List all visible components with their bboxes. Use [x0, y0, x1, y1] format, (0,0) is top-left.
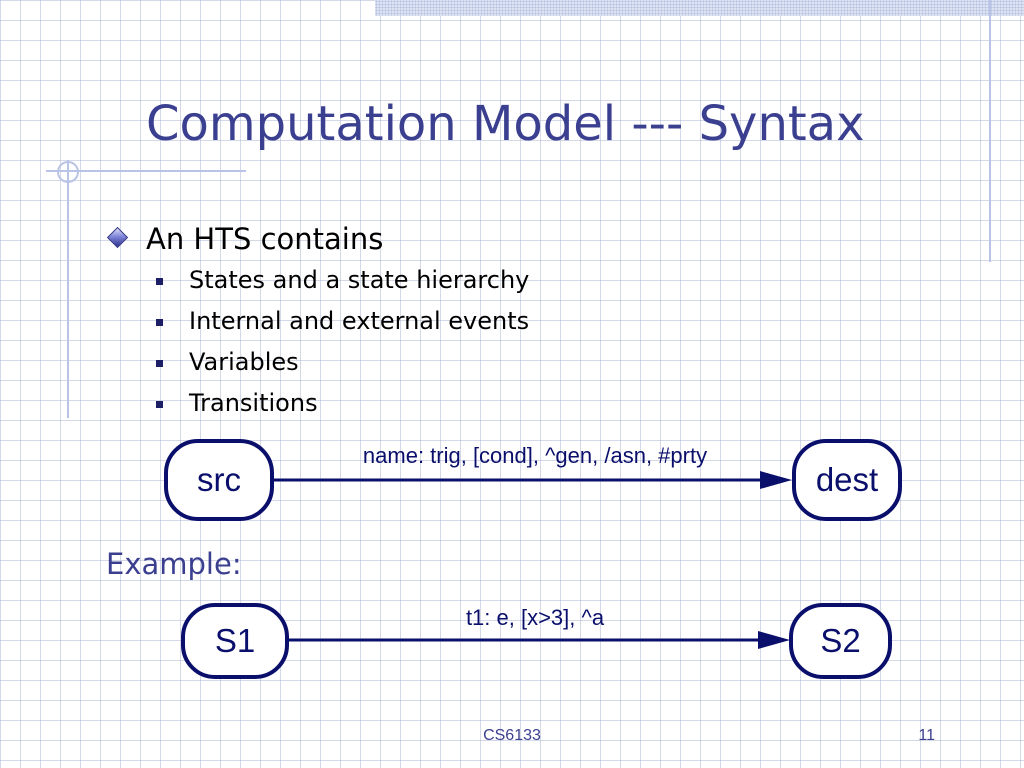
state-s1-node: S1 [181, 603, 289, 679]
slide-title: Computation Model --- Syntax [146, 96, 865, 152]
decorative-corner-band [375, 0, 1024, 16]
destination-state-node: dest [792, 439, 902, 521]
footer-course-code: CS6133 [483, 727, 541, 744]
footer-page-number: 11 [918, 727, 935, 744]
example-transition-label: t1: e, [x>3], ^a [465, 605, 605, 630]
example-heading: Example: [106, 547, 242, 581]
decorative-right-rule [989, 0, 991, 262]
square-bullet-icon [156, 278, 163, 285]
decorative-left-rule [67, 160, 69, 418]
source-state-node: src [164, 439, 274, 521]
square-bullet-icon [156, 401, 163, 408]
state-s2-node: S2 [789, 603, 892, 679]
syntax-transition-label: name: trig, [cond], ^gen, /asn, #prty [362, 443, 708, 468]
example-arrowhead [758, 631, 790, 649]
square-bullet-icon [156, 360, 163, 367]
syntax-arrowhead [760, 471, 792, 489]
main-bullet-text: An HTS contains [146, 222, 384, 256]
decorative-ring-icon [57, 161, 79, 183]
decorative-title-underline [46, 170, 246, 172]
square-bullet-icon [156, 319, 163, 326]
